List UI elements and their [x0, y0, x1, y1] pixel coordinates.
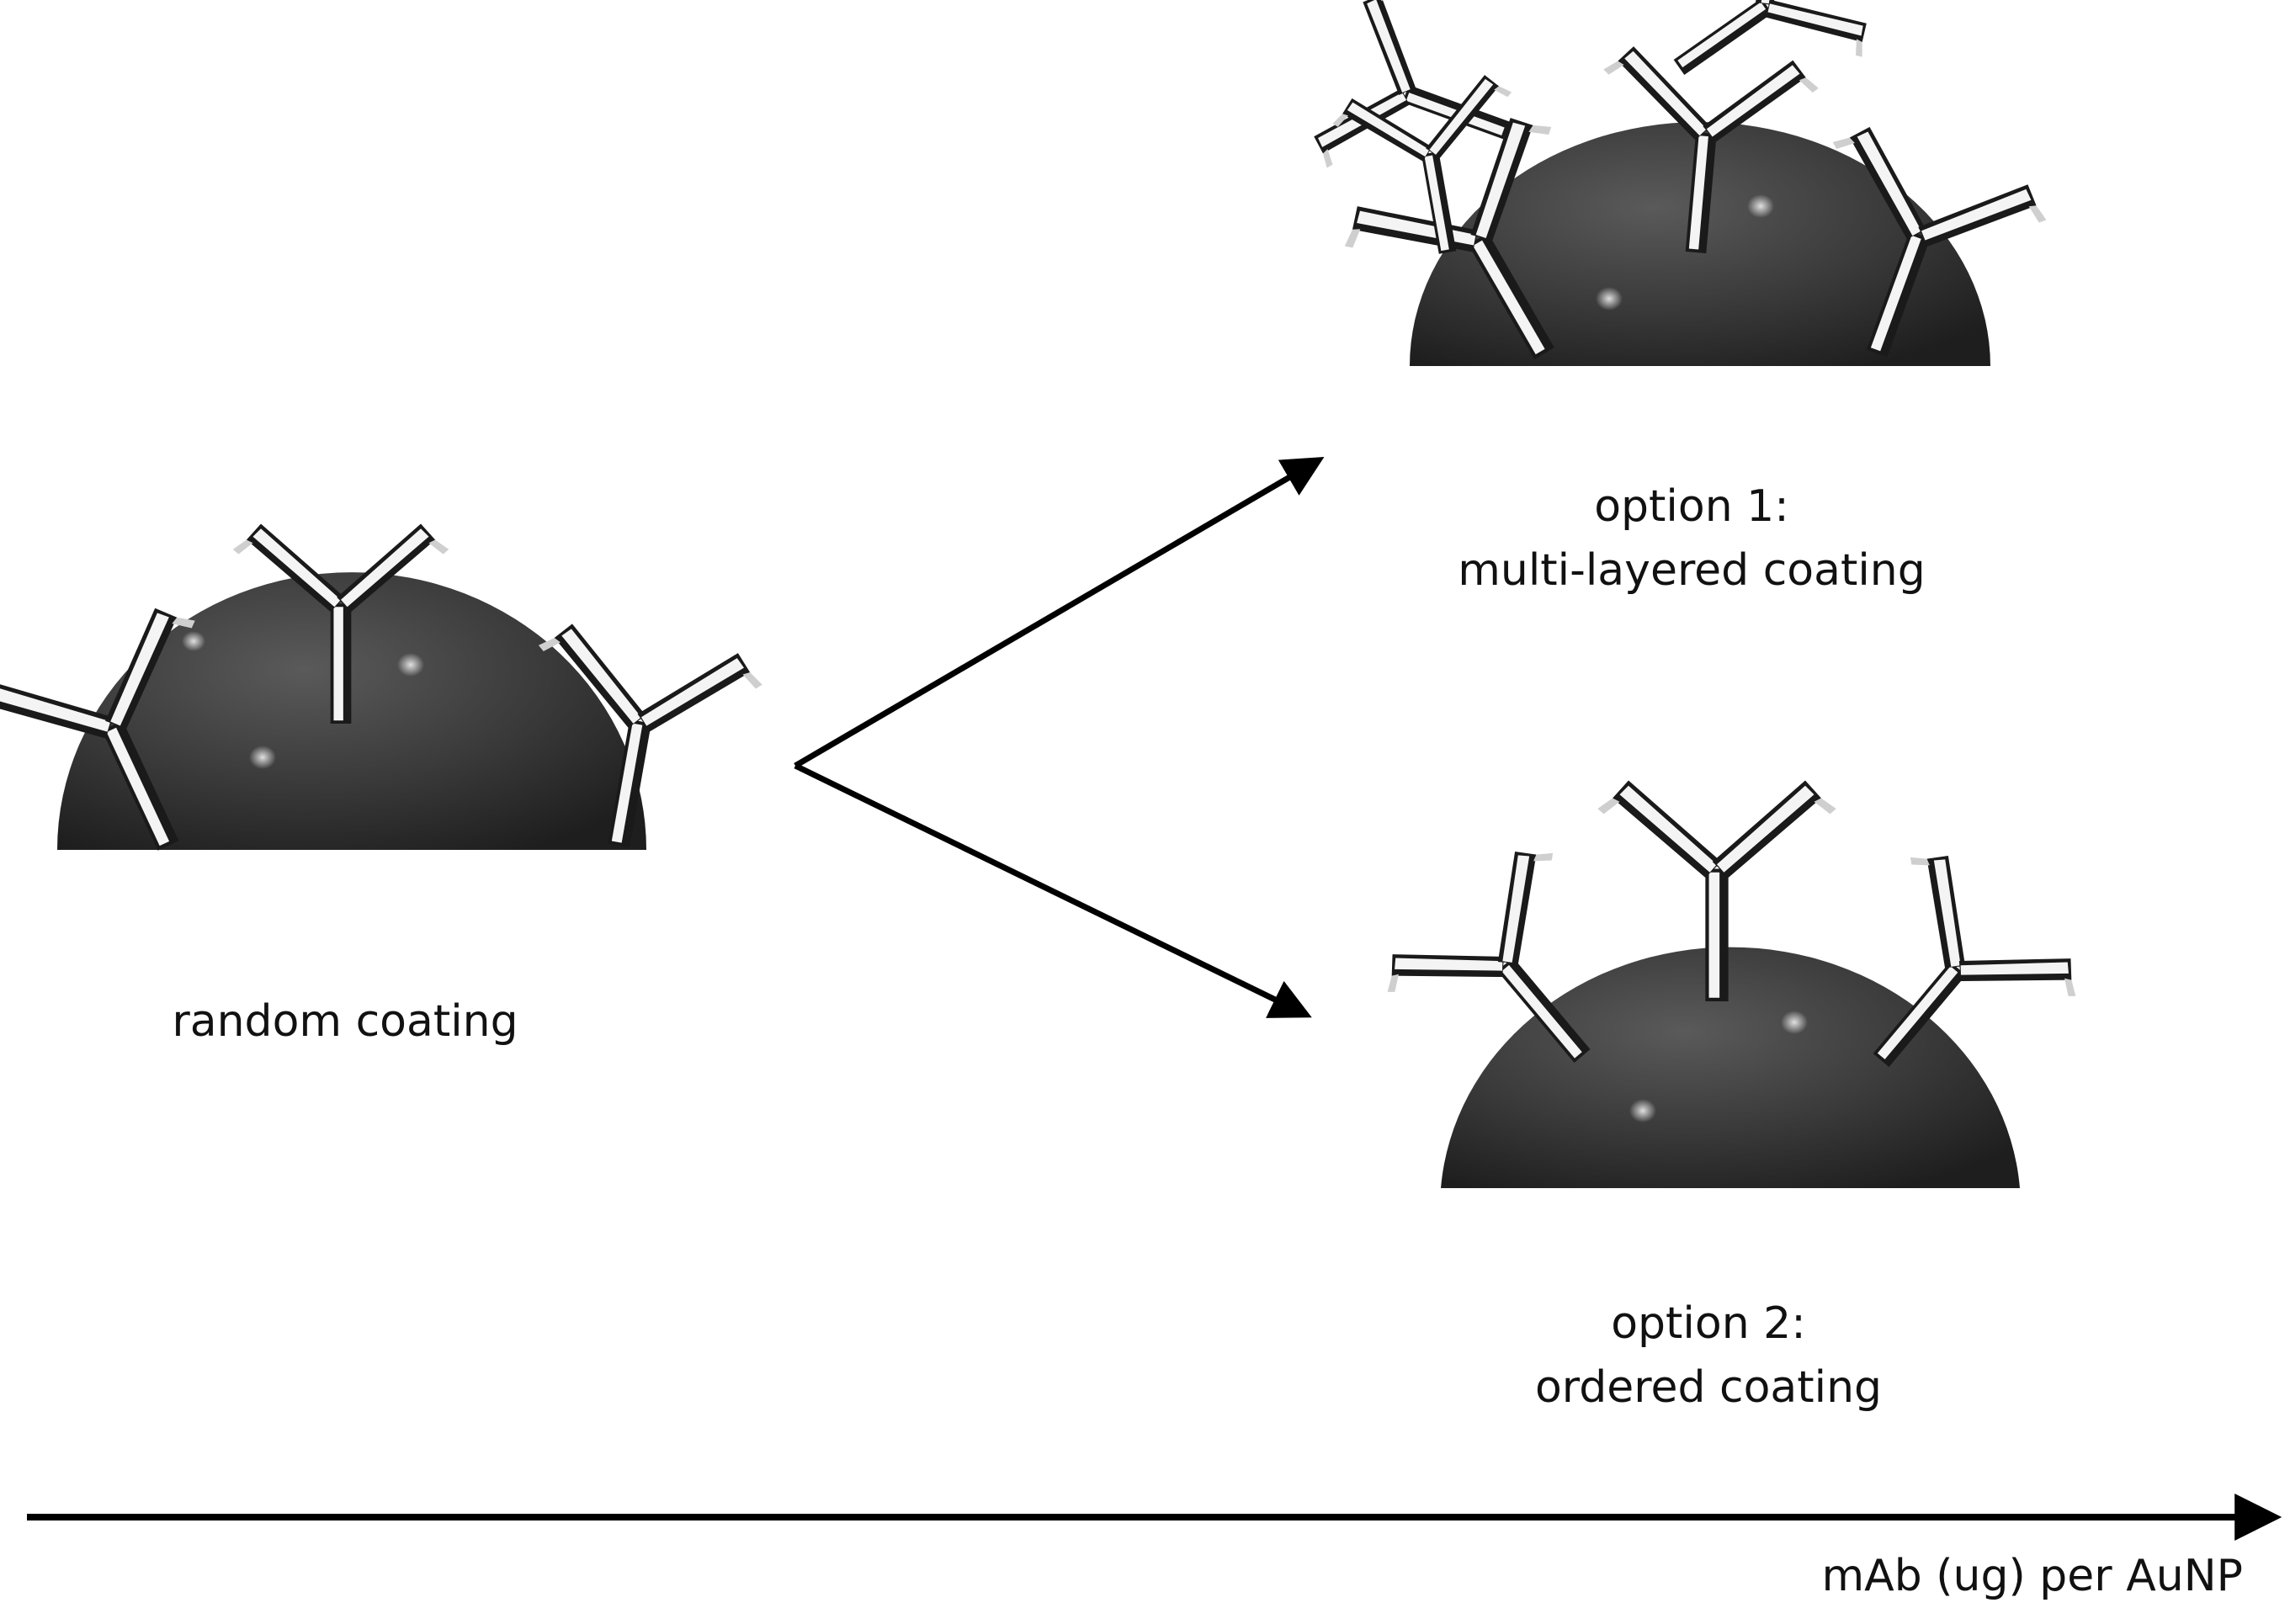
- arrow-to-option2: [794, 762, 1312, 1018]
- arrow-to-option1: [794, 457, 1325, 769]
- caption-random-coating: random coating: [172, 996, 518, 1047]
- nanoparticle-hemisphere: [1441, 947, 2020, 1188]
- caption-option2-desc: ordered coating: [1534, 1362, 1883, 1413]
- caption-option2-title: option 2:: [1611, 1298, 1806, 1349]
- ordered-coating-particle: [1371, 780, 2092, 1188]
- caption-option1-desc: multi-layered coating: [1458, 545, 1926, 596]
- caption-option1-title: option 1:: [1594, 481, 1789, 532]
- caption-option1: option 1: multi-layered coating: [1363, 475, 2020, 602]
- caption-option2: option 2: ordered coating: [1380, 1292, 2037, 1420]
- random-coating-particle: [0, 523, 768, 896]
- multilayer-coating-particle: [1305, 0, 2056, 413]
- axis-label: mAb (ug) per AuNP: [1821, 1551, 2243, 1601]
